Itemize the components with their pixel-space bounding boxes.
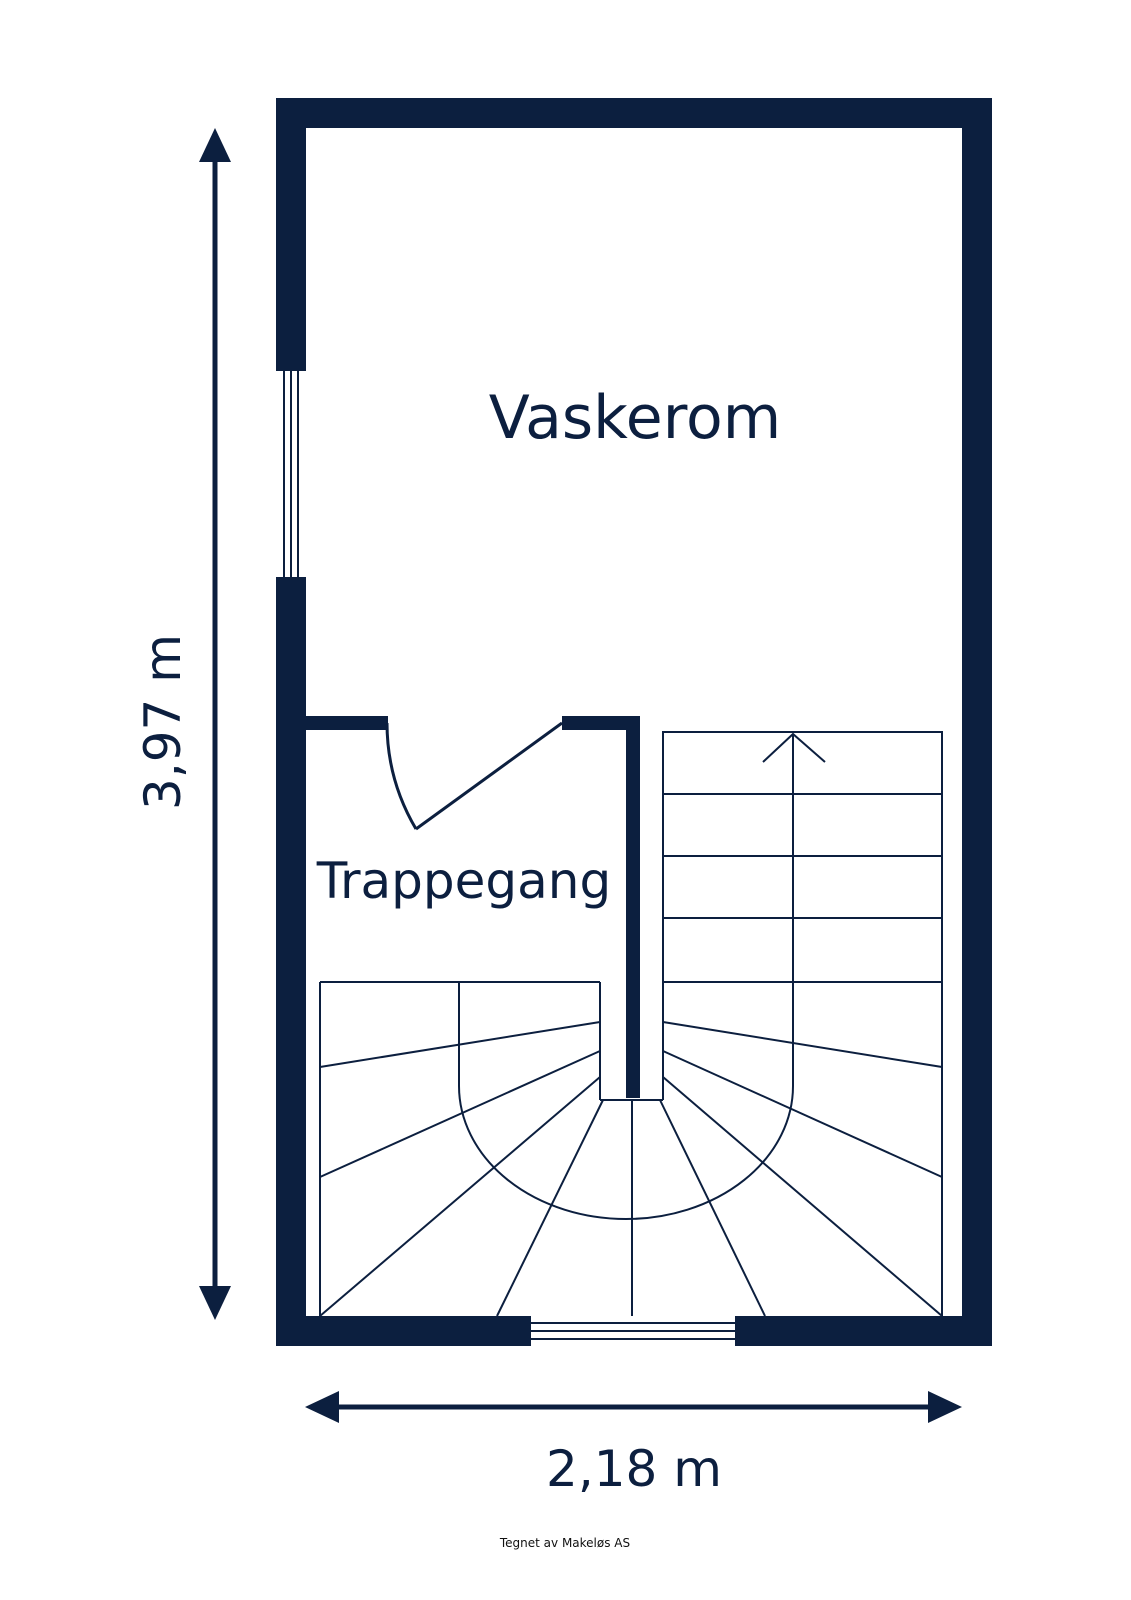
credit-text: Tegnet av Makeløs AS xyxy=(499,1536,630,1550)
arrow-down-icon xyxy=(199,1286,231,1320)
room-label-trappegang: Trappegang xyxy=(316,852,611,910)
interior-walls xyxy=(306,716,640,1098)
dimension-label-height: 3,97 m xyxy=(134,634,192,810)
window-bottom xyxy=(529,1316,737,1346)
straight-stair xyxy=(662,731,943,1064)
door xyxy=(385,721,563,831)
wall-left xyxy=(276,98,306,1346)
winding-stair xyxy=(319,981,943,1317)
window-left xyxy=(276,369,306,579)
arrow-left-icon xyxy=(305,1391,339,1423)
interior-wall-divider xyxy=(626,716,640,1098)
dimension-height xyxy=(199,128,231,1320)
room-label-vaskerom: Vaskerom xyxy=(489,383,781,453)
door-swing-arc xyxy=(385,722,418,830)
up-arrow-icon xyxy=(762,732,826,763)
interior-wall-right-stub xyxy=(562,716,640,730)
dimension-label-width: 2,18 m xyxy=(546,1440,722,1498)
walking-line xyxy=(458,982,794,1220)
dimension-width xyxy=(305,1391,962,1423)
arrow-right-icon xyxy=(928,1391,962,1423)
wall-right xyxy=(962,98,992,1346)
interior-wall-left-stub xyxy=(306,716,388,730)
wall-top xyxy=(276,98,992,128)
door-leaf xyxy=(415,721,563,831)
arrow-up-icon xyxy=(199,128,231,162)
